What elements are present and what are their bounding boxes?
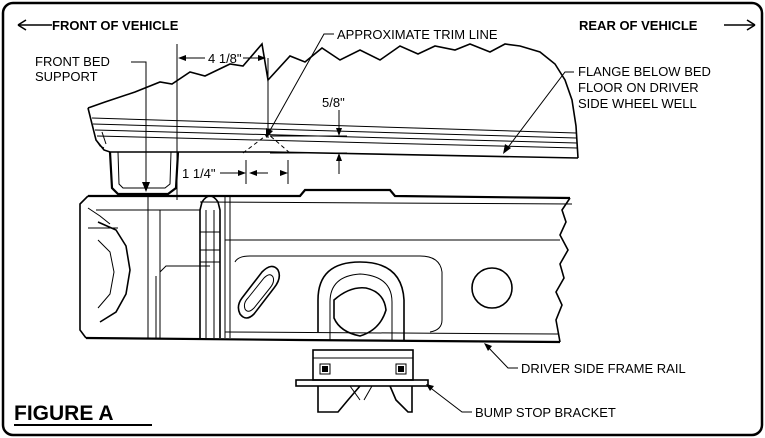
dimension-5-8 [270, 110, 347, 174]
figure-title: FIGURE A [14, 402, 114, 425]
dimension-1-1-4-label: 1 1/4" [182, 166, 216, 181]
front-bed-support-label-line1: FRONT BED [35, 54, 110, 69]
bump-stop-bracket-leader [426, 384, 472, 413]
frame-rail-leader [484, 343, 518, 369]
frame-rail [79, 188, 573, 344]
front-bed-support-label-line2: SUPPORT [35, 69, 98, 84]
bump-stop-bracket-label: BUMP STOP BRACKET [475, 405, 616, 420]
dimension-1-1-4 [220, 160, 289, 184]
dimension-5-8-label: 5/8" [322, 95, 345, 110]
flange-leader [503, 71, 574, 154]
flange-label-line2: FLOOR ON DRIVER [578, 80, 699, 95]
rear-of-vehicle-arrow [724, 19, 756, 31]
front-bed-support [108, 151, 180, 196]
front-of-vehicle-label: FRONT OF VEHICLE [52, 18, 179, 33]
flange-label-line3: SIDE WHEEL WELL [578, 96, 697, 111]
driver-side-frame-rail-label: DRIVER SIDE FRAME RAIL [521, 361, 686, 376]
rear-of-vehicle-label: REAR OF VEHICLE [579, 18, 698, 33]
front-of-vehicle-arrow [17, 19, 52, 31]
bump-stop [317, 261, 405, 340]
approximate-trim-line-label: APPROXIMATE TRIM LINE [337, 27, 498, 42]
dimension-4-1-8-label: 4 1/8" [208, 51, 242, 66]
front-bed-support-leader [131, 61, 150, 192]
dimension-4-1-8 [176, 44, 269, 200]
trim-line-leader [242, 33, 334, 154]
flange-label-line1: FLANGE BELOW BED [578, 64, 711, 79]
bump-stop-bracket-shape [295, 349, 429, 413]
